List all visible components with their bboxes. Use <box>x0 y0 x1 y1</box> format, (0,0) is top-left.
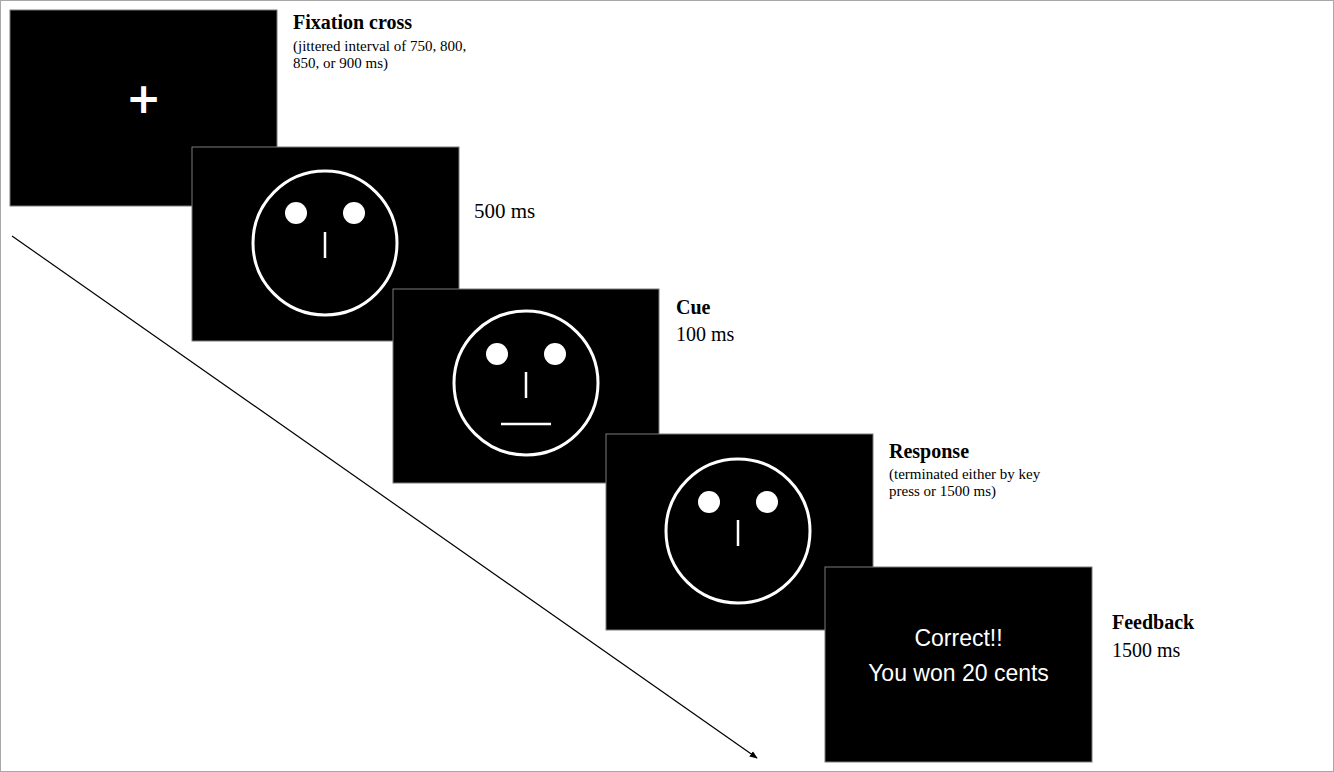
feedback-screen: Correct!!You won 20 centsFeedback1500 ms <box>825 567 1092 762</box>
step-title: Feedback <box>1112 611 1194 634</box>
step-title: Cue <box>676 296 710 319</box>
feedback-text: You won 20 cents <box>825 660 1092 686</box>
feedback-text: Correct!! <box>825 625 1092 651</box>
step-note: (jittered interval of 750, 800, 850, or … <box>293 38 481 73</box>
cue-face <box>454 311 598 455</box>
fixation-screen: +Fixation cross(jittered interval of 750… <box>10 10 277 206</box>
step-title: Fixation cross <box>293 11 412 34</box>
neutral-face <box>253 171 397 315</box>
step-title: Response <box>889 440 969 463</box>
response-screen: Response(terminated either by key press … <box>606 434 873 630</box>
duration-label: 1500 ms <box>1112 639 1180 662</box>
face-screen: 500 ms <box>192 147 459 341</box>
duration-label: 500 ms <box>474 199 535 223</box>
neutral-face <box>666 459 810 603</box>
fixation-cross: + <box>10 78 277 120</box>
step-note: (terminated either by key press or 1500 … <box>889 466 1044 501</box>
cue-screen: Cue100 ms <box>393 289 659 483</box>
screen <box>825 567 1092 762</box>
duration-label: 100 ms <box>676 323 734 346</box>
